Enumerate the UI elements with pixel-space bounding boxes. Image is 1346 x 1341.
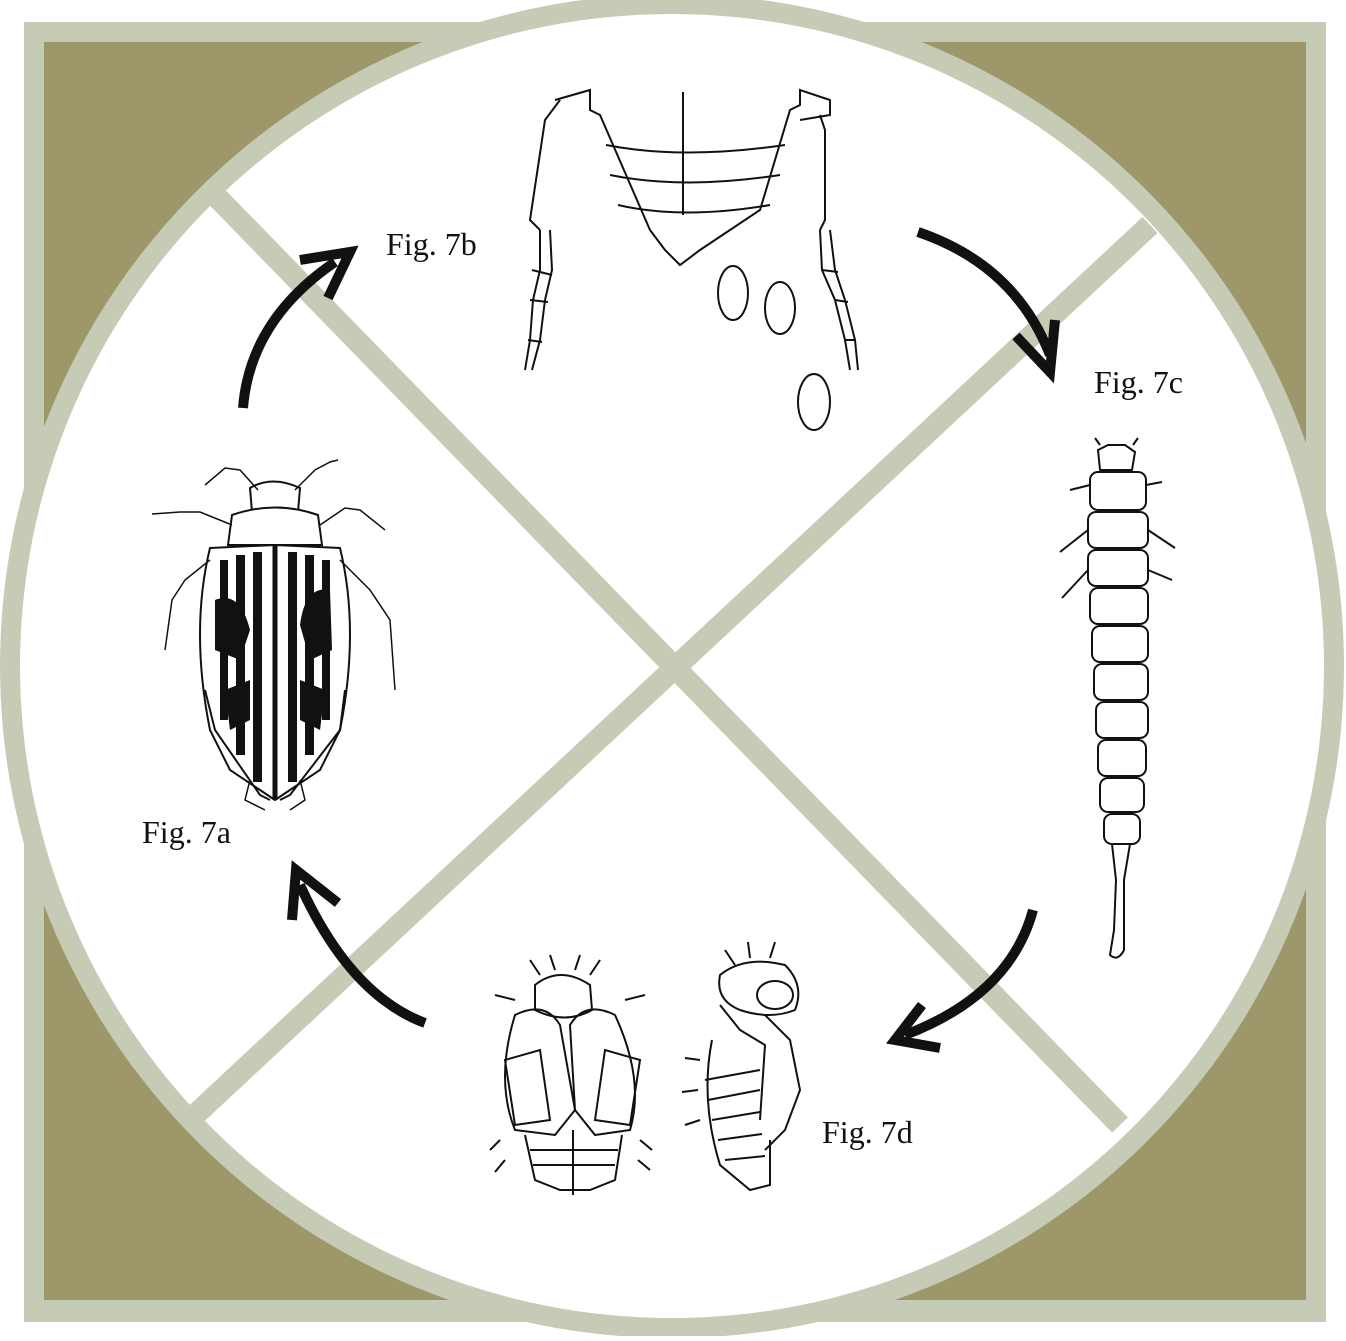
fig-7b-label: Fig. 7b bbox=[386, 226, 477, 262]
fig-7d-label: Fig. 7d bbox=[822, 1114, 913, 1150]
fig-7a-label: Fig. 7a bbox=[142, 814, 231, 850]
fig-7c-label: Fig. 7c bbox=[1094, 364, 1183, 400]
